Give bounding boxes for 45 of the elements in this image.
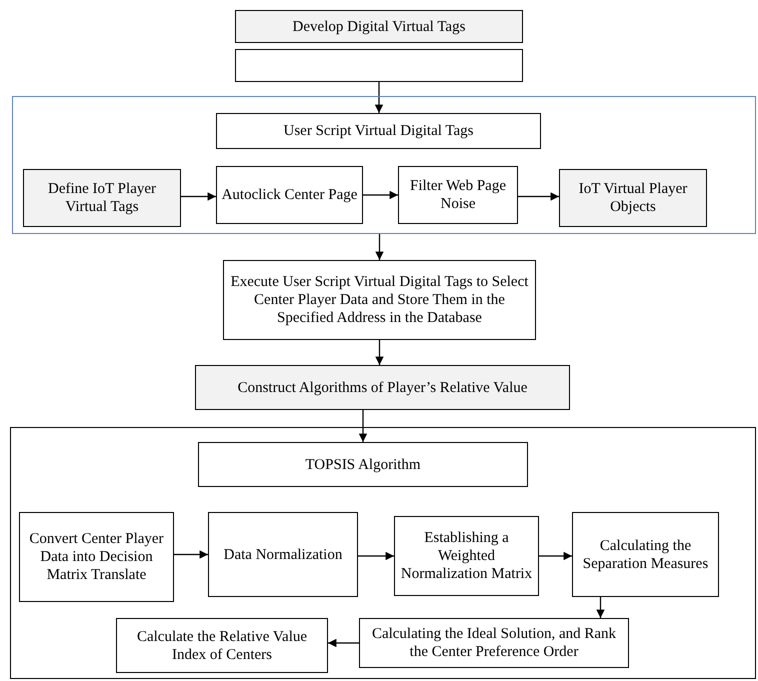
process-box <box>572 512 719 597</box>
group-frame <box>10 427 756 679</box>
box-label: Calculate the Relative Value Index of Centers <box>136 628 308 664</box>
process-box <box>235 10 523 43</box>
box-label: Calculating the Ideal Solution, and Rank the Center Preference Order <box>370 625 618 661</box>
arrow <box>374 82 384 113</box>
process-box <box>23 169 181 227</box>
process-box <box>116 618 328 673</box>
process-box <box>398 166 518 224</box>
arrow <box>358 410 368 442</box>
process-box <box>195 365 570 410</box>
arrow <box>181 192 216 201</box>
process-box <box>19 512 174 602</box>
box-label: Filter Web Page Noise <box>409 177 507 213</box>
arrow <box>539 552 572 560</box>
arrow <box>363 190 398 200</box>
process-box <box>235 49 523 82</box>
box-label: Execute User Script Virtual Digital Tags to Select Center Player Data and Store Them in the Specified Address in the Database <box>230 273 530 327</box>
box-label: Establishing a Weighted Normalization Matrix <box>400 529 534 583</box>
arrow <box>174 550 208 559</box>
box-label: IoT Virtual Player Objects <box>578 180 688 216</box>
box-label: Autoclick Center Page <box>222 186 358 204</box>
box-label: User Script Virtual Digital Tags <box>284 122 474 140</box>
process-box <box>208 512 358 597</box>
process-box <box>559 169 707 227</box>
box-label: Define IoT Player Virtual Tags <box>46 180 158 216</box>
box-label: Calculating the Separation Measures <box>582 536 710 572</box>
arrow <box>596 597 605 618</box>
arrow <box>518 192 559 201</box>
process-box <box>394 516 539 596</box>
arrow <box>375 340 384 365</box>
box-label: Construct Algorithms of Player’s Relative Value <box>238 378 528 396</box>
process-box <box>223 260 536 340</box>
process-box <box>198 442 528 487</box>
box-label: Convert Center Player Data into Decision Matrix Translate <box>28 530 165 584</box>
group-frame <box>12 96 756 234</box>
process-box <box>216 113 541 149</box>
box-label: Develop Digital Virtual Tags <box>292 18 466 36</box>
arrow <box>375 234 384 260</box>
process-box <box>216 166 363 224</box>
arrow <box>328 638 359 648</box>
arrow <box>358 552 394 560</box>
box-label: Data Normalization <box>224 546 342 564</box>
process-box <box>359 618 629 668</box>
box-label: TOPSIS Algorithm <box>305 456 421 474</box>
